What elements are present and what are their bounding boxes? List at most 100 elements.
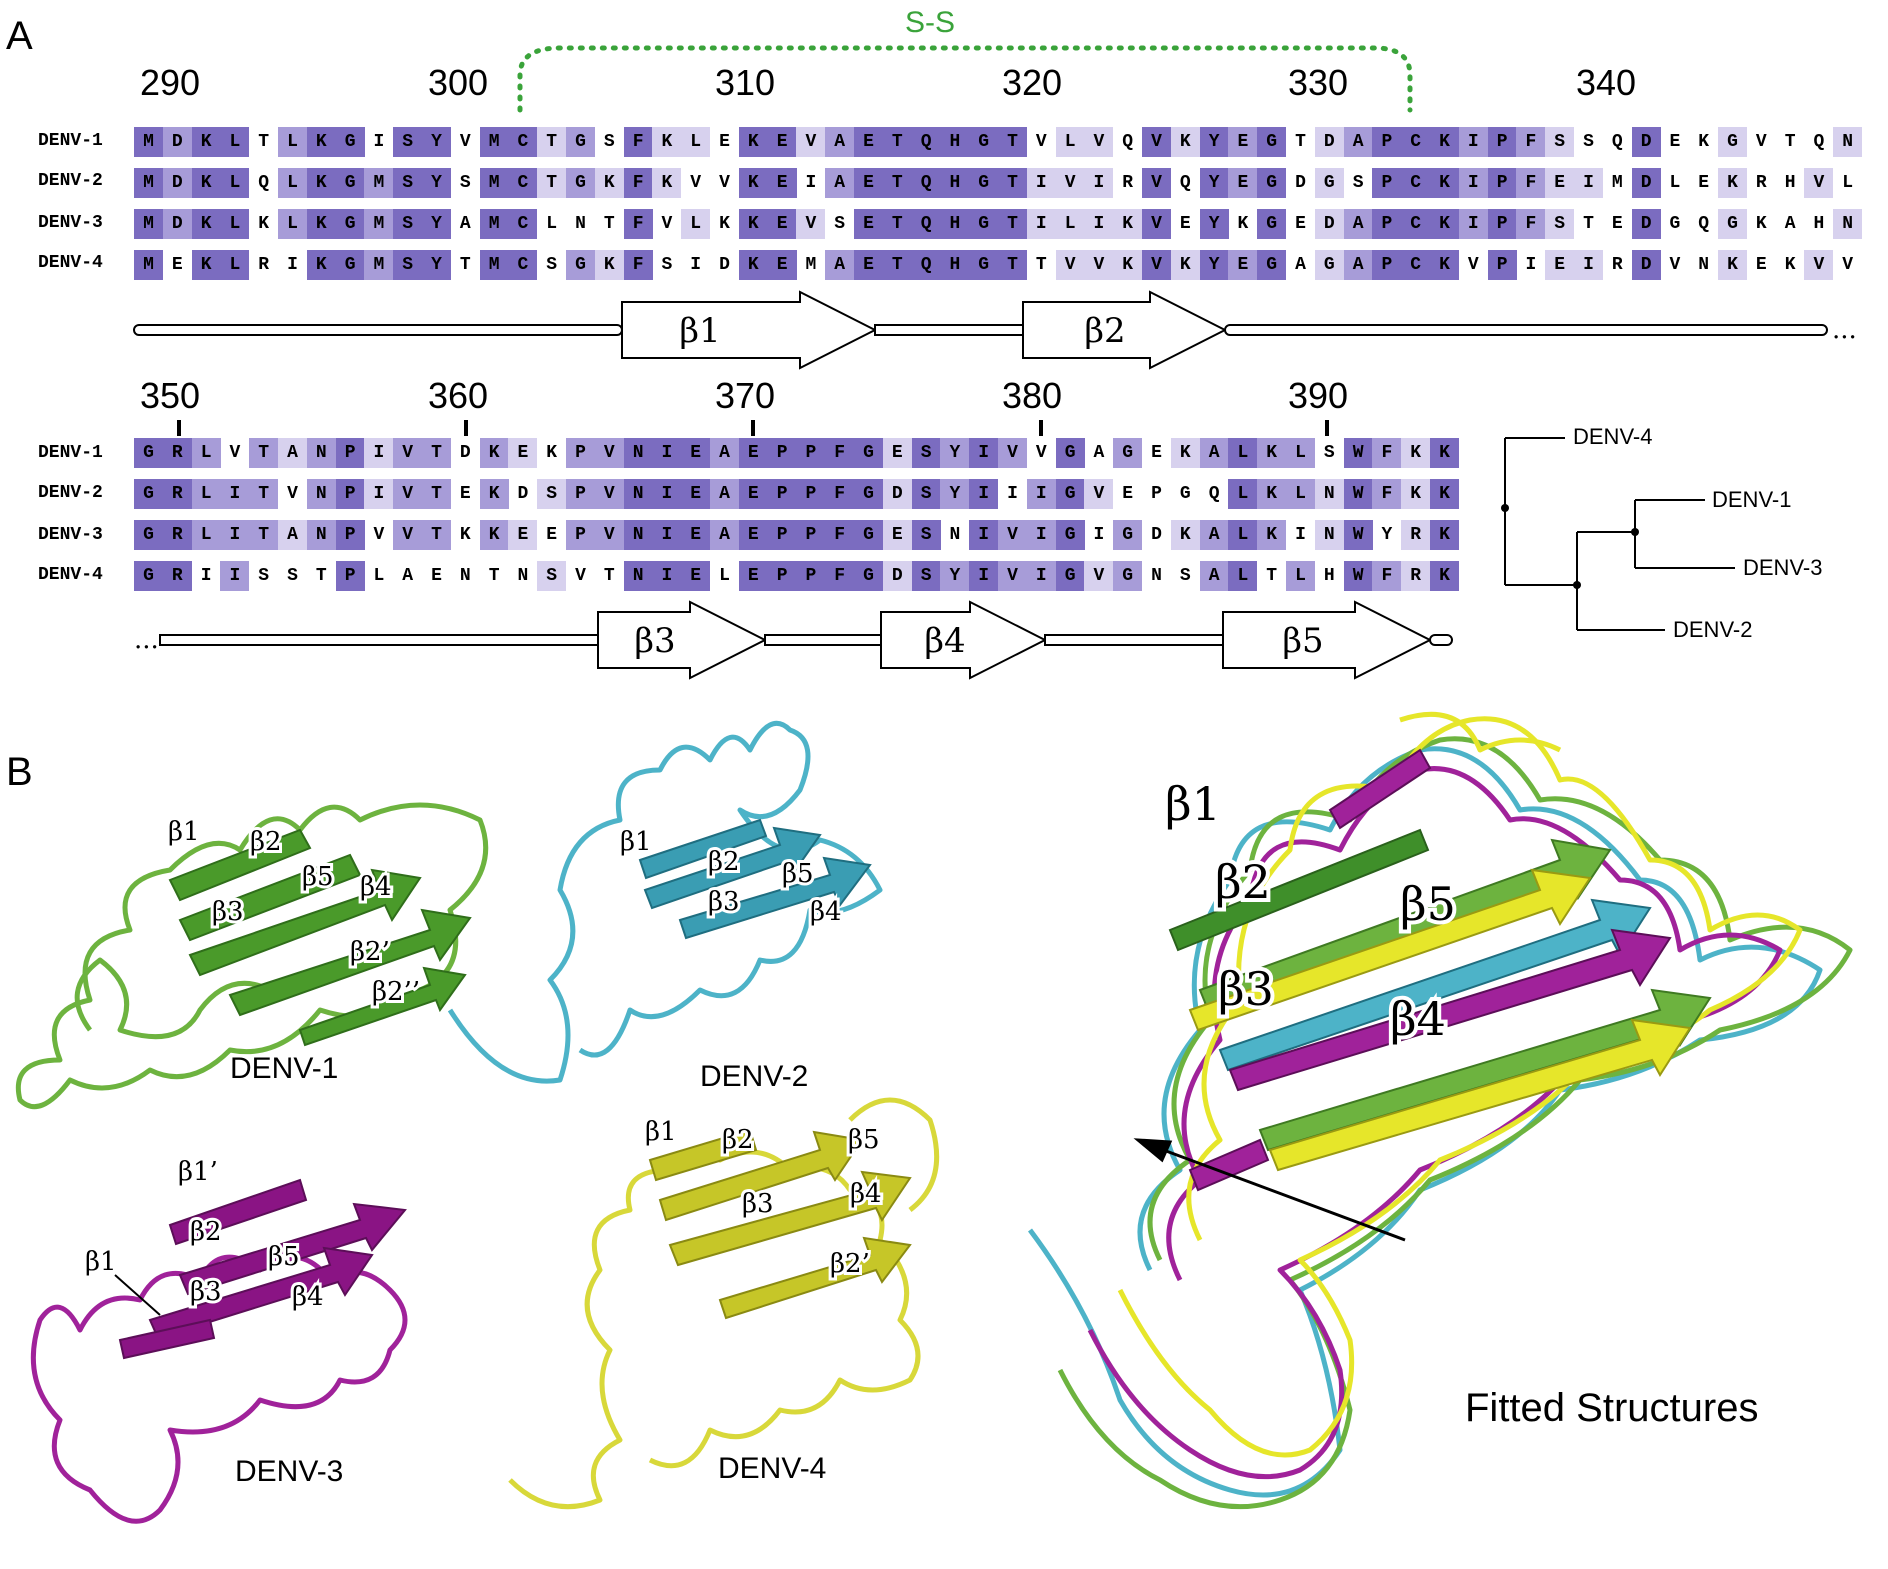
- residue-cell: H: [940, 127, 970, 157]
- position-label: 390: [1288, 375, 1349, 416]
- residue-cell: D: [517, 484, 529, 504]
- residue-cell: N: [459, 566, 471, 586]
- residue-cell: S: [1583, 132, 1594, 152]
- residue-cell: L: [1228, 520, 1258, 550]
- residue-cell: V: [1467, 255, 1479, 275]
- residue-cell: F: [1372, 561, 1402, 591]
- structure-strand-label: β3: [708, 887, 740, 917]
- residue-cell: V: [796, 127, 826, 157]
- residue-cell: F: [1372, 479, 1402, 509]
- residue-cell: D: [882, 561, 912, 591]
- residue-cell: P: [767, 438, 797, 468]
- residue-cell: K: [479, 520, 509, 550]
- residue-cell: V: [1035, 443, 1047, 463]
- residue-cell: G: [1257, 127, 1287, 157]
- residue-cell: K: [1430, 479, 1459, 509]
- position-label: 340: [1576, 62, 1637, 103]
- residue-cell: K: [1430, 520, 1459, 550]
- residue-cell: R: [1122, 173, 1134, 193]
- residue-cell: G: [1055, 520, 1085, 550]
- residue-cell: V: [1142, 127, 1171, 157]
- residue-cell: P: [796, 438, 826, 468]
- residue-cell: V: [1035, 132, 1047, 152]
- residue-cell: K: [1113, 209, 1143, 239]
- secondary-structure-track-2: ... β3 β4 β5: [134, 600, 1453, 680]
- structure-strand-label: β2’’: [372, 977, 420, 1007]
- residue-cell: N: [306, 479, 336, 509]
- residue-cell: N: [1314, 479, 1344, 509]
- residue-cell: P: [1487, 250, 1517, 280]
- residue-cell: I: [220, 479, 250, 509]
- residue-cell: R: [1401, 561, 1431, 591]
- residue-cell: V: [459, 132, 471, 152]
- residue-cell: V: [1084, 250, 1114, 280]
- residue-cell: A: [278, 438, 307, 468]
- residue-cell: V: [393, 479, 423, 509]
- residue-cell: T: [459, 255, 471, 275]
- residue-cell: L: [1055, 127, 1085, 157]
- position-tick-marks: [177, 420, 1329, 436]
- residue-cell: Q: [1208, 484, 1220, 504]
- residue-cell: A: [1093, 443, 1105, 463]
- residue-cell: A: [825, 168, 855, 198]
- residue-cell: K: [719, 214, 730, 234]
- sequence-name: DENV-3: [38, 525, 103, 545]
- residue-cell: P: [1372, 250, 1402, 280]
- residue-cell: V: [998, 520, 1027, 550]
- residue-cell: T: [249, 520, 279, 550]
- residue-cell: I: [805, 173, 817, 193]
- residue-cell: R: [258, 255, 270, 275]
- residue-cell: A: [825, 250, 855, 280]
- sequence-name: DENV-2: [38, 483, 103, 503]
- residue-cell: P: [767, 479, 797, 509]
- residue-cell: F: [623, 168, 653, 198]
- disulfide-bond-label: S-S: [905, 6, 956, 39]
- residue-cell: Q: [1122, 132, 1134, 152]
- residue-cell: G: [335, 168, 365, 198]
- structure-strand-label: β4: [292, 1282, 324, 1312]
- residue-cell: K: [1718, 168, 1747, 198]
- residue-cell: I: [969, 520, 999, 550]
- denv4-structure: β1 β2 β5 β3 β4 β2’: [508, 1097, 940, 1510]
- residue-cell: G: [134, 561, 163, 591]
- residue-cell: I: [220, 520, 250, 550]
- residue-cell: L: [719, 566, 730, 586]
- residue-cell: N: [306, 520, 336, 550]
- residue-cell: E: [546, 525, 558, 545]
- residue-cell: S: [1545, 209, 1575, 239]
- residue-cell: I: [1574, 250, 1603, 280]
- residue-cell: A: [1343, 250, 1373, 280]
- residue-cell: S: [1179, 566, 1191, 586]
- residue-cell: Y: [1199, 127, 1229, 157]
- residue-cell: E: [767, 250, 797, 280]
- residue-cell: G: [1718, 209, 1747, 239]
- residue-cell: V: [393, 520, 423, 550]
- residue-cell: C: [508, 209, 538, 239]
- residue-cell: T: [1035, 255, 1047, 275]
- residue-cell: N: [306, 438, 336, 468]
- residue-cell: T: [882, 127, 912, 157]
- residue-cell: S: [1545, 127, 1575, 157]
- residue-cell: H: [940, 168, 970, 198]
- structure-strand-label: β1: [85, 1247, 117, 1277]
- residue-cell: M: [479, 250, 509, 280]
- residue-cell: M: [479, 127, 509, 157]
- residue-cell: G: [1179, 484, 1191, 504]
- residue-cell: K: [1401, 438, 1431, 468]
- residue-cell: H: [1784, 173, 1796, 193]
- residue-cell: E: [1122, 484, 1134, 504]
- residue-cell: T: [422, 520, 451, 550]
- residue-cell: K: [546, 443, 558, 463]
- residue-cell: D: [162, 168, 192, 198]
- residue-cell: K: [1784, 255, 1796, 275]
- residue-cell: M: [134, 127, 163, 157]
- residue-cell: E: [1698, 173, 1710, 193]
- residue-cell: I: [652, 479, 682, 509]
- residue-cell: C: [508, 250, 538, 280]
- panel-a-letter: A: [6, 14, 33, 58]
- structure-strand-label: β1’: [178, 1157, 218, 1187]
- residue-cell: P: [335, 479, 365, 509]
- residue-cell: A: [710, 520, 739, 550]
- residue-cell: P: [1487, 168, 1517, 198]
- residue-cell: D: [1631, 250, 1661, 280]
